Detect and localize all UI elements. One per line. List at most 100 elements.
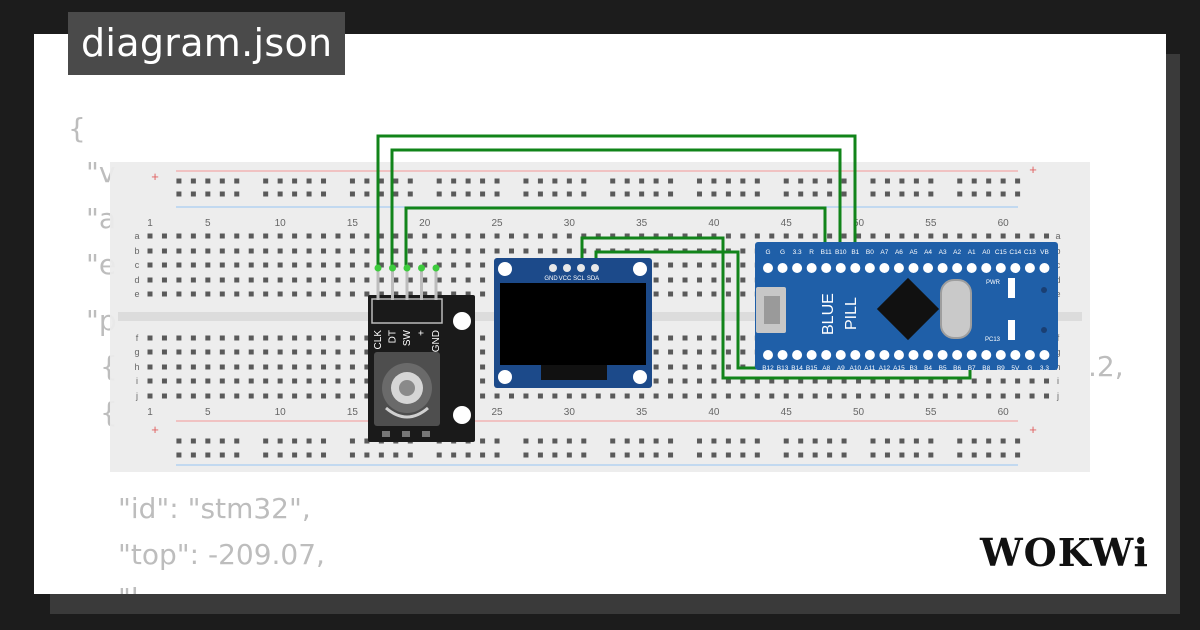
breadboard-hole (234, 291, 240, 297)
breadboard-hole (465, 291, 471, 297)
oled-pin[interactable] (577, 264, 585, 272)
bluepill-bottom-pin[interactable] (952, 350, 963, 360)
bluepill-top-pin[interactable] (995, 263, 1006, 273)
bluepill-bottom-pin[interactable] (879, 350, 890, 360)
breadboard-hole (292, 335, 298, 341)
column-number: 15 (347, 218, 359, 229)
breadboard-hole (234, 349, 240, 355)
encoder-pin[interactable] (432, 264, 440, 272)
breadboard-hole (711, 262, 717, 268)
oled-pin[interactable] (591, 264, 599, 272)
breadboard-hole (248, 277, 254, 283)
bluepill-top-pin[interactable] (864, 263, 875, 273)
rail-hole (292, 178, 298, 184)
bluepill-bottom-pin[interactable] (864, 350, 875, 360)
bluepill-top-pin[interactable] (981, 263, 992, 273)
breadboard-hole (321, 262, 327, 268)
breadboard-hole (783, 233, 789, 239)
rail-hole (812, 452, 818, 458)
bluepill-bottom-pin[interactable] (821, 350, 832, 360)
bluepill-bottom-pin[interactable] (966, 350, 977, 360)
bluepill-top-pin[interactable] (879, 263, 890, 273)
rail-hole (349, 438, 355, 444)
bluepill-top-pin[interactable] (835, 263, 846, 273)
bluepill-bottom-pin[interactable] (995, 350, 1006, 360)
breadboard-hole (740, 277, 746, 283)
breadboard-hole (913, 378, 919, 384)
bluepill-top-pin[interactable] (1024, 263, 1035, 273)
breadboard-hole (523, 248, 529, 254)
bluepill-bottom-pin[interactable] (1039, 350, 1050, 360)
bluepill-bottom-pin[interactable] (893, 350, 904, 360)
encoder-pin[interactable] (418, 264, 425, 272)
breadboard-hole (292, 393, 298, 399)
breadboard-hole (986, 378, 992, 384)
row-letter: c (1056, 260, 1061, 270)
bluepill-bottom-pin[interactable] (981, 350, 992, 360)
bluepill-bottom-pin[interactable] (908, 350, 919, 360)
bluepill-top-pin[interactable] (821, 263, 832, 273)
oled-pin[interactable] (563, 264, 571, 272)
encoder-pin[interactable] (403, 264, 411, 272)
bluepill-bottom-pin[interactable] (1024, 350, 1035, 360)
breadboard-hole (581, 233, 587, 239)
breadboard-hole (263, 349, 269, 355)
breadboard-hole (306, 349, 312, 355)
rail-hole (190, 191, 196, 197)
bluepill-top-pin[interactable] (952, 263, 963, 273)
bluepill-top-pin[interactable] (937, 263, 948, 273)
bluepill-top-pin[interactable] (777, 263, 788, 273)
rail-hole (711, 438, 717, 444)
bluepill-top-pin[interactable] (893, 263, 904, 273)
rail-hole (610, 178, 616, 184)
bluepill-top-pin[interactable] (908, 263, 919, 273)
rail-hole (913, 191, 919, 197)
rail-hole (480, 191, 486, 197)
breadboard-hole (277, 233, 283, 239)
breadboard-hole (581, 248, 587, 254)
column-number: 20 (419, 218, 431, 229)
breadboard-hole (986, 393, 992, 399)
bluepill-bottom-pin[interactable] (777, 350, 788, 360)
bluepill-bottom-pin[interactable] (937, 350, 948, 360)
encoder-knob-center (399, 380, 415, 396)
bluepill-top-pin[interactable] (1010, 263, 1021, 273)
bluepill-bottom-pin[interactable] (923, 350, 934, 360)
oled-pin[interactable] (549, 264, 557, 272)
encoder-pin[interactable] (374, 264, 382, 272)
bluepill-top-pin[interactable] (792, 263, 803, 273)
column-number: 30 (564, 218, 576, 229)
breadboard-hole (537, 393, 543, 399)
bluepill-bottom-pin[interactable] (835, 350, 846, 360)
bluepill-top-pin[interactable] (806, 263, 817, 273)
bluepill-top-pin[interactable] (923, 263, 934, 273)
breadboard-hole (234, 277, 240, 283)
code-line: "l (118, 582, 139, 594)
bluepill-top-pin[interactable] (763, 263, 773, 273)
encoder-pin[interactable] (389, 264, 396, 272)
rail-hole (364, 191, 370, 197)
bluepill-bottom-pin[interactable] (850, 350, 861, 360)
bluepill-top-pin[interactable] (850, 263, 861, 273)
bluepill-bottom-pin[interactable] (1010, 350, 1021, 360)
rail-hole (725, 452, 731, 458)
rail-hole (899, 178, 905, 184)
rail-hole (971, 438, 977, 444)
bluepill-bottom-pin[interactable] (806, 350, 817, 360)
rail-hole (523, 191, 529, 197)
row-letter: f (1057, 333, 1060, 343)
bluepill-top-pin[interactable] (966, 263, 977, 273)
file-tab[interactable]: diagram.json (68, 12, 346, 75)
rail-hole (234, 178, 240, 184)
bluepill-bottom-pin[interactable] (792, 350, 803, 360)
breadboard-hole (335, 378, 341, 384)
column-number: 1 (147, 407, 153, 418)
breadboard-hole (176, 393, 182, 399)
bluepill-bottom-pin[interactable] (763, 350, 773, 360)
breadboard-hole (364, 378, 370, 384)
breadboard-hole (378, 291, 384, 297)
bluepill-top-pin[interactable] (1039, 263, 1050, 273)
